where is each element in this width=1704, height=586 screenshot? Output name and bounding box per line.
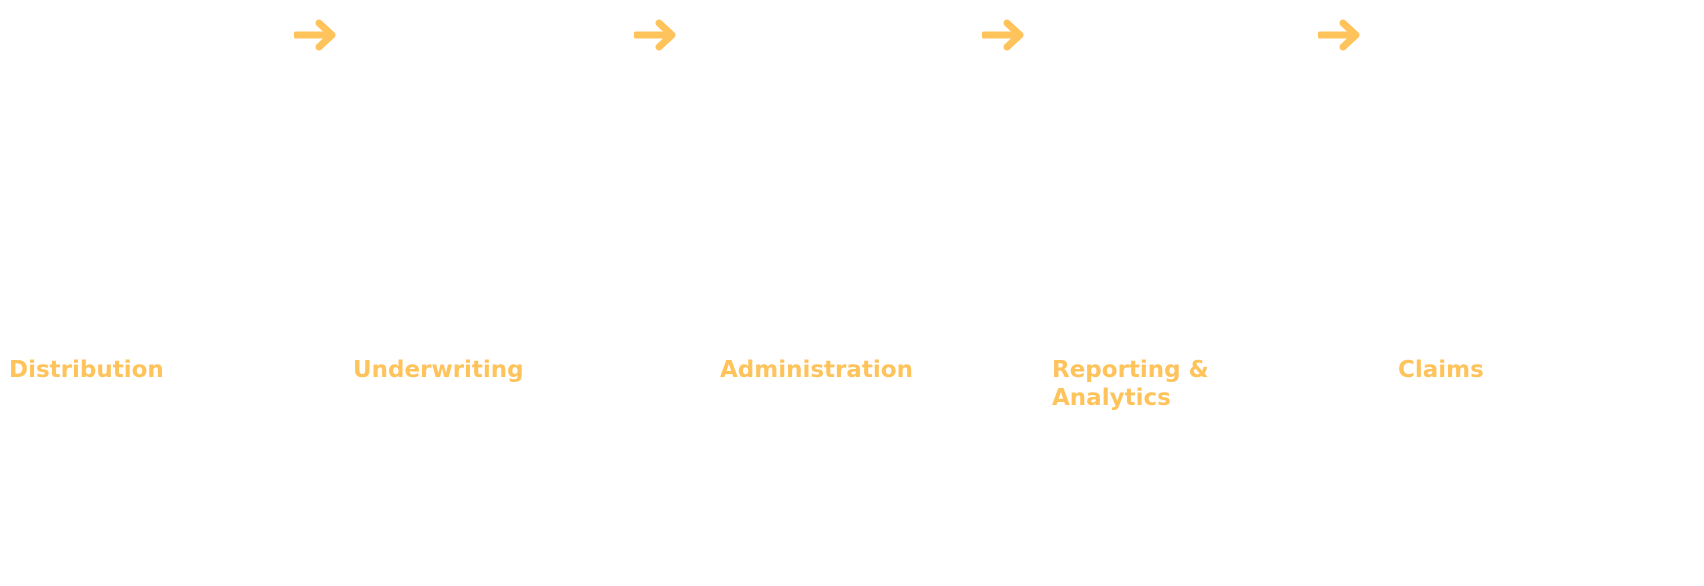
step-label-administration: Administration	[720, 357, 913, 383]
arrow-right-icon	[1318, 18, 1362, 52]
arrow-right-icon	[294, 18, 338, 52]
step-label-reporting-analytics: Reporting & Analytics	[1052, 357, 1209, 411]
arrow-right-icon	[982, 18, 1026, 52]
step-label-distribution: Distribution	[9, 357, 164, 383]
step-label-underwriting: Underwriting	[353, 357, 524, 383]
arrow-right-icon	[634, 18, 678, 52]
step-label-claims: Claims	[1398, 357, 1484, 383]
